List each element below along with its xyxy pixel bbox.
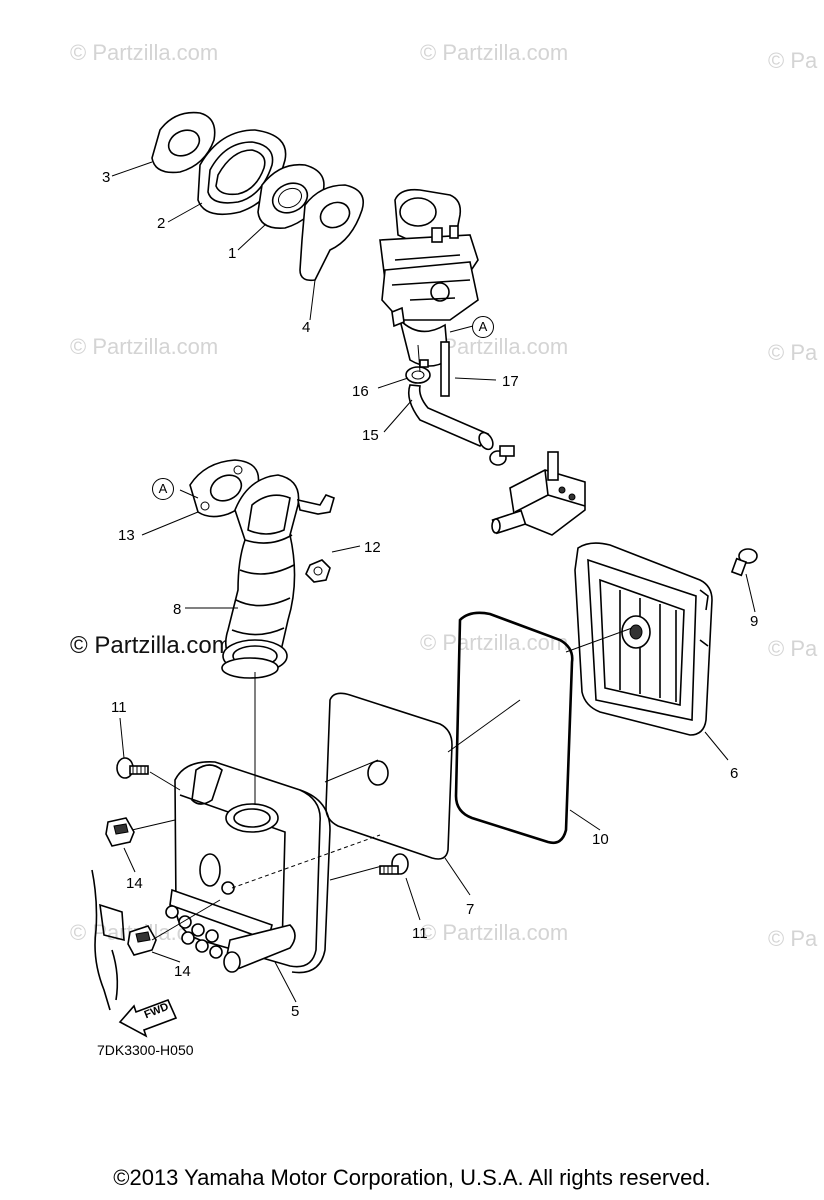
part-10-gasket [454, 611, 574, 845]
part-15-fuel-hose [407, 384, 515, 466]
fwd-arrow [118, 998, 178, 1038]
reference-mark-a: A [472, 316, 494, 338]
part-5-case [165, 761, 331, 974]
callout-11: 11 [111, 699, 127, 716]
watermark: © Pa [768, 636, 818, 661]
part-14-clip [127, 925, 157, 956]
callout-16: 16 [352, 383, 369, 400]
callout-3: 3 [102, 169, 111, 186]
watermark: © Pa [768, 48, 818, 73]
callout-13: 13 [118, 527, 135, 544]
callout-2: 2 [157, 215, 166, 232]
callout-6: 6 [730, 765, 739, 782]
callout-14: 14 [126, 875, 143, 892]
part-16-clip [405, 359, 431, 384]
watermark: © Partzilla.com [70, 334, 219, 359]
watermark: © Pa [768, 926, 818, 951]
callout-17: 17 [502, 373, 519, 390]
part-11-bolt [116, 757, 149, 779]
watermark: © Partzilla.com [420, 40, 569, 65]
watermark: © Pa [768, 340, 818, 365]
callout-14: 14 [174, 963, 191, 980]
callout-12: 12 [364, 539, 381, 556]
carburetor [379, 188, 479, 367]
part-8-intake-joint [221, 474, 335, 679]
callout-4: 4 [302, 319, 311, 336]
callout-15: 15 [362, 427, 379, 444]
watermark: © Partzilla.com [70, 40, 219, 65]
callout-10: 10 [592, 831, 609, 848]
frame-fragment [91, 869, 125, 1011]
watermark: © Partzilla.com [420, 920, 569, 945]
callout-1: 1 [228, 245, 237, 262]
part-6-cover [574, 542, 713, 736]
part-9-screw [730, 548, 758, 577]
callout-9: 9 [750, 613, 759, 630]
copyright-notice: ©2013 Yamaha Motor Corporation, U.S.A. A… [113, 1165, 711, 1190]
part-7-element [325, 692, 453, 860]
diagram-code: 7DK3300-H050 [97, 1042, 194, 1058]
part-4-gasket [299, 184, 364, 282]
part-17-rod [440, 341, 450, 397]
callout-11: 11 [412, 925, 428, 942]
part-11-bolt [379, 853, 409, 875]
reference-mark-a: A [152, 478, 174, 500]
part-12-nut [305, 559, 331, 583]
callout-5: 5 [291, 1003, 300, 1020]
part-14-clip [105, 817, 135, 847]
watermark-strong: © Partzilla.com [70, 632, 232, 659]
callout-7: 7 [466, 901, 475, 918]
callout-8: 8 [173, 601, 182, 618]
fuel-cock [491, 451, 586, 536]
part-3-gasket [151, 111, 216, 174]
